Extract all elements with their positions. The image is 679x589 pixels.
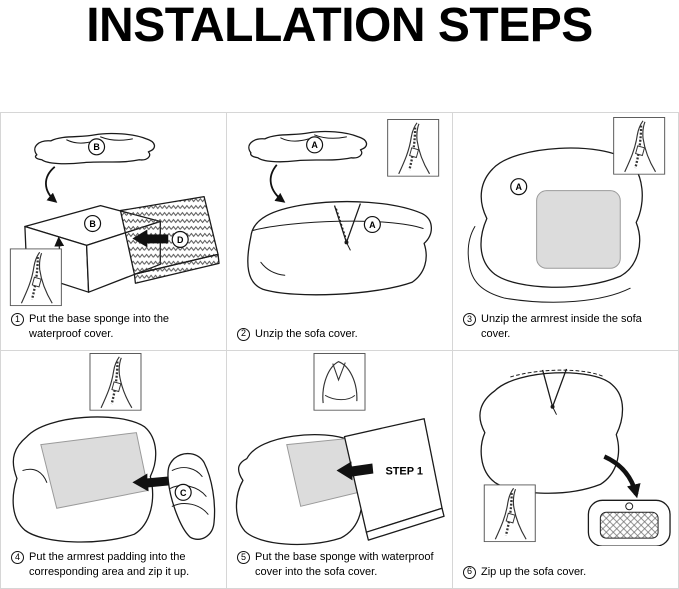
zipper-closeup-icon <box>20 251 53 304</box>
step6-caption-text: Zip up the sofa cover. <box>481 565 587 578</box>
zipper-opening-icon <box>333 203 362 251</box>
label-a-armrest-text: A <box>515 182 522 192</box>
step4-illustration: C <box>12 352 216 543</box>
label-a-cushion-text: A <box>369 220 376 230</box>
sofa-cushion <box>247 200 432 296</box>
sofa-logo-icon <box>625 502 634 511</box>
zipper-detail-inset <box>483 484 536 543</box>
label-b-cover: B <box>88 138 106 156</box>
step6-number-badge: 6 <box>463 565 476 579</box>
zipper-closeup-icon <box>398 122 431 175</box>
step5-illustration: STEP 1 <box>235 352 445 546</box>
zipper-detail-inset <box>9 248 62 307</box>
step-panel-4: C 4 Put the armrest padding into the cor… <box>1 351 227 589</box>
step1-caption-text: Put the base sponge into the waterproof … <box>29 313 170 340</box>
arrow-to-finished-sofa-icon <box>603 454 641 499</box>
cover-detail-inset <box>313 352 366 411</box>
step3-caption-text: Unzip the armrest inside the sofa cover. <box>481 313 642 340</box>
finished-sofa <box>587 499 671 547</box>
label-c-padding: C <box>174 483 192 501</box>
step1-number-badge: 1 <box>11 313 24 327</box>
sofa-cover-spread <box>12 416 157 543</box>
step6-illustration <box>479 368 671 547</box>
step-panel-3: A 3 Unzip the armrest inside the sofa co… <box>453 113 679 351</box>
step5-caption: 5 Put the base sponge with waterproof co… <box>227 550 452 588</box>
label-b-cushion: B <box>84 214 102 233</box>
step2-caption: 2 Unzip the sofa cover. <box>227 327 452 350</box>
label-c-padding-text: C <box>180 488 187 498</box>
arrow-cover-down-icon <box>45 166 58 203</box>
step5-caption-text: Put the base sponge with waterproof cove… <box>255 551 434 578</box>
label-a-cover-text: A <box>311 140 318 150</box>
sofa-cover-open <box>235 433 364 546</box>
step-panel-1: B B <box>1 113 227 351</box>
arrow-padding-into-area-icon <box>132 473 170 492</box>
arrow-sponge-into-cover-icon <box>336 461 374 481</box>
step3-number-badge: 3 <box>463 313 476 327</box>
base-sponge-with-cover <box>343 418 445 541</box>
armrest-padding <box>167 453 216 540</box>
label-a-cushion: A <box>363 215 381 234</box>
label-d-sponge-text: D <box>177 235 184 245</box>
step4-number-badge: 4 <box>11 551 24 565</box>
arrow-cover-down-icon <box>269 164 286 203</box>
step4-caption: 4 Put the armrest padding into the corre… <box>1 550 226 588</box>
sofa-mat <box>599 511 659 539</box>
base-cushion-under <box>467 225 631 303</box>
step-panel-2: A A <box>227 113 453 351</box>
page-title: INSTALLATION STEPS <box>86 0 593 52</box>
step1-slab-label: STEP 1 <box>385 465 423 477</box>
label-b-cover-text: B <box>93 142 100 152</box>
zipper-closeup-icon <box>100 356 133 409</box>
zipper-detail-inset <box>89 352 142 411</box>
zipper-detail-inset <box>613 116 666 175</box>
step2-number-badge: 2 <box>237 327 250 341</box>
cover-closeup-icon <box>322 361 358 404</box>
steps-grid: B B <box>0 112 679 589</box>
step5-number-badge: 5 <box>237 551 250 565</box>
zipper-closeup-icon <box>494 487 527 540</box>
step-panel-5: STEP 1 5 Put the base sponge with waterp… <box>227 351 453 589</box>
sofa-cover-zipping <box>479 368 624 494</box>
armrest-pocket-area <box>536 190 621 269</box>
zipper-detail-inset <box>387 118 440 177</box>
step6-caption: 6 Zip up the sofa cover. <box>453 565 678 588</box>
arrow-sponge-into-cover-icon <box>132 229 169 248</box>
zipper-opening-icon <box>541 368 568 415</box>
step1-illustration: B B <box>9 132 220 307</box>
label-a-cover: A <box>306 136 324 154</box>
step2-illustration: A A <box>247 118 440 296</box>
step-panel-6: 6 Zip up the sofa cover. <box>453 351 679 589</box>
label-b-cushion-text: B <box>89 219 96 229</box>
step2-caption-text: Unzip the sofa cover. <box>255 327 358 340</box>
base-sponge <box>119 195 220 284</box>
step3-illustration: A <box>467 116 666 303</box>
label-d-sponge: D <box>171 230 189 248</box>
label-a-armrest: A <box>510 178 528 196</box>
step4-caption-text: Put the armrest padding into the corresp… <box>29 551 190 578</box>
step3-caption: 3 Unzip the armrest inside the sofa cove… <box>453 312 678 350</box>
step1-caption: 1 Put the base sponge into the waterproo… <box>1 312 226 350</box>
zipper-closeup-icon <box>624 120 657 173</box>
